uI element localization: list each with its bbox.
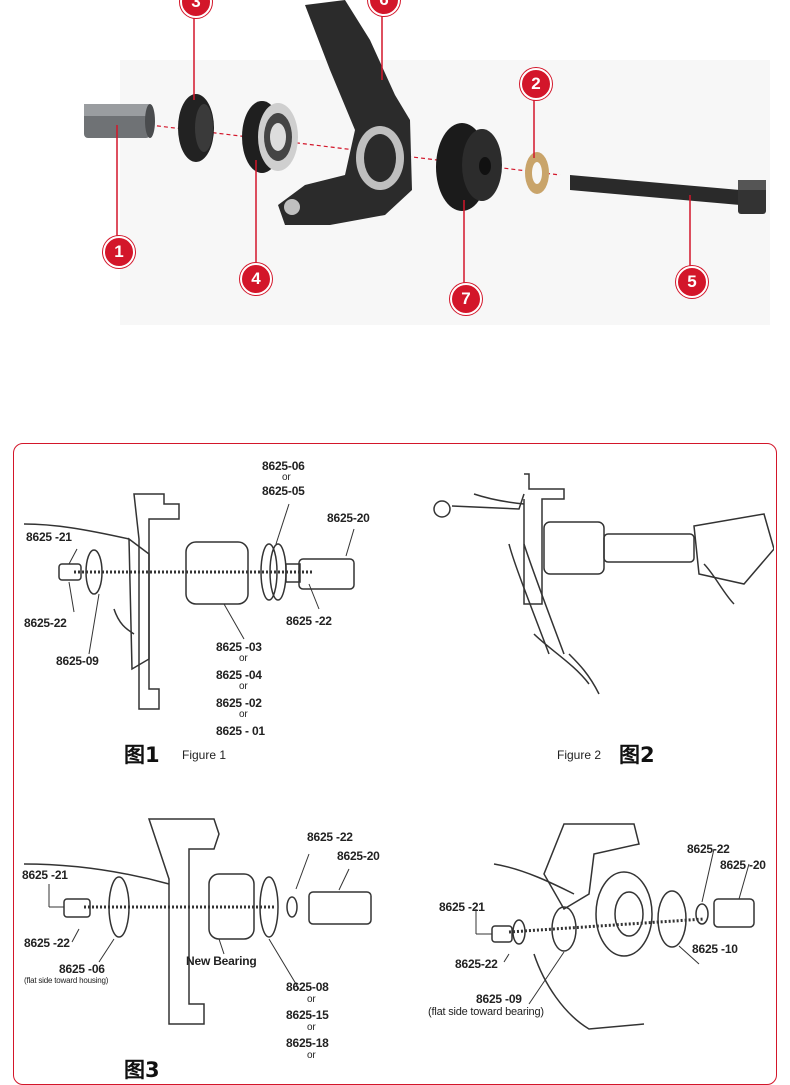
fig1-label-8625-01: 8625 - 01	[216, 724, 265, 738]
fig1-label-8625-22-right: 8625 -22	[286, 614, 332, 628]
exploded-view-illustration	[84, 0, 770, 325]
fig1-label-8625-22-left: 8625-22	[24, 616, 67, 630]
callout-4: 4	[240, 263, 272, 295]
figure-3-drawing	[23, 818, 372, 1025]
fig3-label-new-bearing: New Bearing	[186, 954, 257, 968]
fig3-label-8625-20: 8625-20	[337, 849, 380, 863]
fig3-label-8625-22-left: 8625 -22	[24, 936, 70, 950]
washer-part	[525, 152, 549, 194]
fig3-label-8625-15: 8625-15	[286, 1008, 329, 1022]
fig3-label-flat-side-housing: (flat side toward housing)	[24, 976, 109, 985]
fig1-label-8625-09: 8625-09	[56, 654, 99, 668]
fig1-label-or: or	[282, 472, 291, 483]
exploded-view-photo: 1 2 3 4 5 7 6	[0, 0, 790, 340]
fig1-label-8625-03: 8625 -03	[216, 640, 262, 654]
fig1-label-8625-05: 8625-05	[262, 484, 305, 498]
fig3-label-or-1: or	[307, 994, 316, 1005]
fig4-label-8625-10: 8625 -10	[692, 942, 738, 956]
fig1-caption-cn: 图1	[124, 743, 160, 767]
fig4-label-8625-22-left: 8625-22	[455, 957, 498, 971]
fig4-label-8625-21: 8625 -21	[439, 900, 485, 914]
fig2-caption-cn: 图2	[619, 743, 655, 767]
steering-knuckle	[278, 0, 412, 225]
fig1-label-8625-02: 8625 -02	[216, 696, 262, 710]
fig1-label-or-3: or	[239, 709, 248, 720]
fig3-label-8625-06: 8625 -06	[59, 962, 105, 976]
fig3-label-8625-22-top: 8625 -22	[307, 830, 353, 844]
fig4-label-8625-09: 8625 -09	[476, 992, 522, 1006]
fig3-label-8625-21: 8625 -21	[22, 868, 68, 882]
callout-1: 1	[103, 236, 135, 268]
fig4-label-8625-20: 8625 -20	[720, 858, 766, 872]
fig3-label-8625-08: 8625-08	[286, 980, 329, 994]
fig3-label-or-2: or	[307, 1022, 316, 1033]
bolt-part	[570, 175, 766, 214]
cup-part	[178, 94, 214, 162]
figure-2-drawing	[433, 473, 774, 695]
fig4-label-8625-22-top: 8625-22	[687, 842, 730, 856]
fig1-label-or-1: or	[239, 653, 248, 664]
instruction-panel: 8625-06 or 8625-05 8625-20 8625 -21 8625…	[13, 443, 777, 1085]
fig3-label-8625-18: 8625-18	[286, 1036, 329, 1050]
fig1-caption-en: Figure 1	[182, 748, 227, 762]
fig1-label-8625-04: 8625 -04	[216, 668, 262, 682]
fig4-label-flat-side-bearing: (flat side toward bearing)	[428, 1006, 544, 1018]
fig3-caption-cn: 图3	[124, 1058, 160, 1082]
fig1-label-8625-06: 8625-06	[262, 459, 305, 473]
callout-5: 5	[676, 266, 708, 298]
fig3-label-or-3: or	[307, 1050, 316, 1061]
fig2-caption-en: Figure 2	[557, 748, 602, 762]
fig1-label-8625-20: 8625-20	[327, 511, 370, 525]
callout-2: 2	[520, 68, 552, 100]
figure-4-drawing	[475, 823, 755, 1030]
sleeve-part	[84, 104, 155, 138]
fig1-label-8625-21: 8625 -21	[26, 530, 72, 544]
large-cup-part	[436, 123, 502, 211]
fig1-label-or-2: or	[239, 681, 248, 692]
callout-7: 7	[450, 283, 482, 315]
figure-1-drawing	[23, 493, 355, 710]
bearing-part	[242, 101, 298, 173]
